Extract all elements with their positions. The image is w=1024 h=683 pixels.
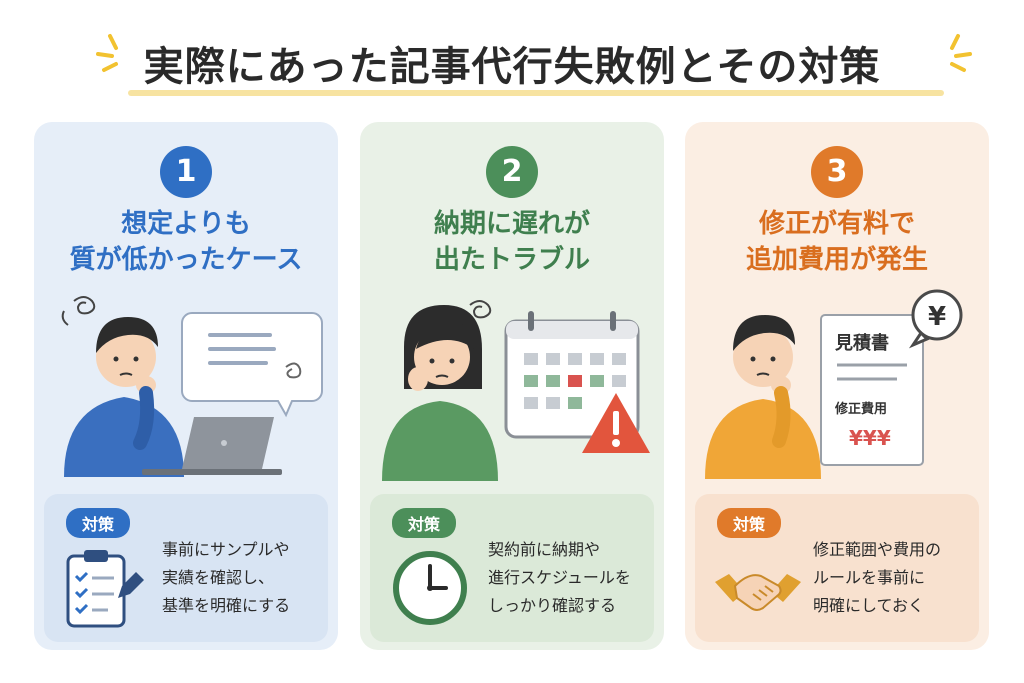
countermeasure-text: 事前にサンプルや 実績を確認し、 基準を明確にする <box>162 536 326 620</box>
case-title-line2: 追加費用が発生 <box>745 245 928 275</box>
countermeasure-text: 修正範囲や費用の ルールを事前に 明確にしておく <box>813 536 977 620</box>
laptop-icon <box>142 417 282 475</box>
confused-swirl-icon <box>61 296 96 326</box>
countermeasure-line: 進行スケジュールを <box>488 568 631 587</box>
yen-bubble-symbol: ¥ <box>928 302 946 332</box>
invoice-heading: 見積書 <box>834 332 889 354</box>
case-card-2: 2 納期に遅れが 出たトラブル <box>360 122 664 650</box>
countermeasure-text: 契約前に納期や 進行スケジュールを しっかり確認する <box>488 536 652 620</box>
countermeasure-line: 明確にしておく <box>813 596 925 615</box>
case-illustration: 見積書 修正費用 ¥¥¥ ¥ <box>705 289 963 479</box>
sparkle-right-icon <box>950 34 972 72</box>
case-title-line1: 納期に遅れが <box>433 209 590 239</box>
case-title-line1: 修正が有料で <box>758 209 915 239</box>
title-underline <box>128 90 944 96</box>
countermeasure-line: 修正範囲や費用の <box>813 540 942 559</box>
calendar-icon <box>504 311 640 439</box>
warning-icon <box>582 393 650 453</box>
handshake-icon <box>715 574 801 611</box>
clock-icon <box>393 551 467 625</box>
case-title: 想定よりも 質が低かったケース <box>34 206 338 278</box>
case-number-badge: 1 <box>160 146 212 198</box>
countermeasure-box: 対策 修正範囲や費用の ルールを事前に 明確にしておく <box>695 494 979 642</box>
countermeasure-line: 事前にサンプルや <box>162 540 290 559</box>
invoice-icon: 見積書 修正費用 ¥¥¥ <box>820 314 924 466</box>
countermeasure-badge: 対策 <box>66 508 131 538</box>
case-illustration <box>61 296 323 477</box>
countermeasure-box: 対策 事前にサンプルや 実績を確認し、 基準を明確にする <box>44 494 328 642</box>
case-card-3: 3 修正が有料で 追加費用が発生 見積書 修正費用 ¥¥¥ <box>685 122 989 650</box>
countermeasure-line: 基準を明確にする <box>162 596 291 615</box>
case-title-line2: 出たトラブル <box>433 245 590 275</box>
yen-bubble-icon: ¥ <box>908 289 963 349</box>
clipboard-checklist-icon <box>66 550 144 628</box>
countermeasure-line: ルールを事前に <box>813 568 926 587</box>
speech-bubble-icon <box>181 312 323 418</box>
case-number-badge: 2 <box>486 146 538 198</box>
countermeasure-badge: 対策 <box>392 508 457 538</box>
header: 実際にあった記事代行失敗例とその対策 <box>0 0 1024 110</box>
countermeasure-line: しっかり確認する <box>488 596 617 615</box>
thinking-man-icon <box>705 315 821 479</box>
case-title-line1: 想定よりも <box>121 209 251 239</box>
countermeasure-line: 実績を確認し、 <box>162 568 275 587</box>
worried-woman-icon <box>382 305 498 481</box>
case-card-1: 1 想定よりも 質が低かったケース <box>34 122 338 650</box>
confused-man-icon <box>64 317 184 477</box>
case-illustration <box>382 300 650 481</box>
case-number-badge: 3 <box>811 146 863 198</box>
confused-swirl-icon <box>469 300 492 319</box>
page-title: 実際にあった記事代行失敗例とその対策 <box>143 44 881 90</box>
case-title-line2: 質が低かったケース <box>69 245 303 275</box>
countermeasure-badge: 対策 <box>717 508 782 538</box>
countermeasure-box: 対策 契約前に納期や 進行スケジュールを しっかり確認する <box>370 494 654 642</box>
countermeasure-line: 契約前に納期や <box>488 540 601 559</box>
case-title: 納期に遅れが 出たトラブル <box>360 206 664 278</box>
sparkle-left-icon <box>96 34 118 72</box>
case-title: 修正が有料で 追加費用が発生 <box>685 206 989 278</box>
invoice-amount: ¥¥¥ <box>849 426 891 450</box>
invoice-label: 修正費用 <box>834 401 887 417</box>
